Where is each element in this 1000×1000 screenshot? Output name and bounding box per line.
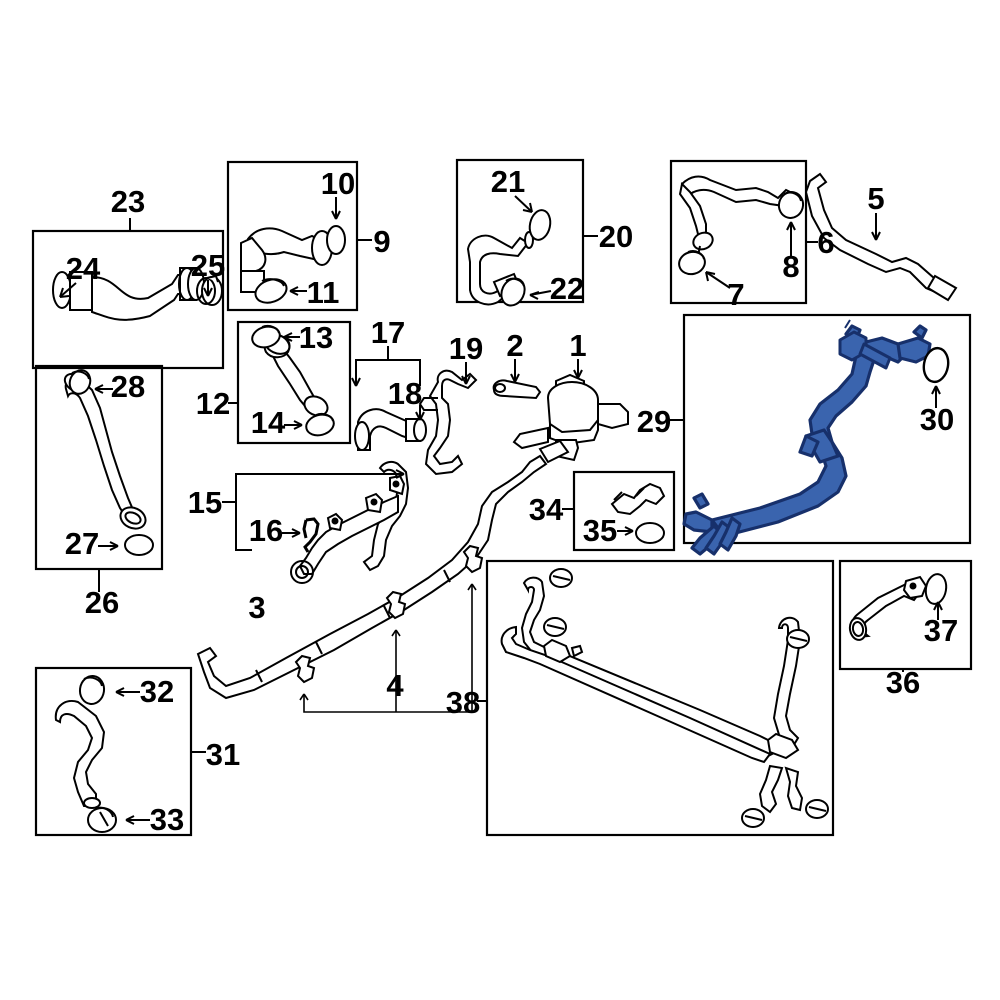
callout-number-18[interactable]: 18 bbox=[388, 376, 422, 411]
leader-24 bbox=[59, 282, 77, 298]
callout-number-14[interactable]: 14 bbox=[251, 405, 286, 440]
box-12 bbox=[236, 320, 352, 445]
part-10-oring bbox=[326, 225, 346, 255]
callout-number-38[interactable]: 38 bbox=[446, 685, 480, 720]
callout-number-20[interactable]: 20 bbox=[599, 219, 633, 254]
part-13-clamp bbox=[251, 324, 281, 349]
callout-number-7[interactable]: 7 bbox=[727, 277, 744, 312]
box-29 bbox=[682, 313, 972, 545]
callout-number-3[interactable]: 3 bbox=[248, 590, 265, 625]
part-3-coolant-pipe bbox=[196, 439, 570, 700]
part-5-pipe bbox=[804, 172, 958, 302]
part-16-clip bbox=[302, 517, 320, 553]
part-2-clip bbox=[492, 379, 542, 400]
callout-number-5[interactable]: 5 bbox=[867, 181, 884, 216]
part-31-hose bbox=[54, 700, 106, 809]
callout-number-28[interactable]: 28 bbox=[111, 369, 145, 404]
part-14-clamp bbox=[305, 412, 335, 437]
leader-15 bbox=[222, 473, 404, 503]
box-9 bbox=[226, 160, 359, 312]
part-1-coolant-valve bbox=[512, 373, 629, 462]
box-36 bbox=[838, 559, 973, 671]
callout-number-22[interactable]: 22 bbox=[550, 271, 584, 306]
callout-number-21[interactable]: 21 bbox=[491, 164, 525, 199]
callout-number-23[interactable]: 23 bbox=[111, 184, 145, 219]
callout-number-37[interactable]: 37 bbox=[924, 613, 958, 648]
callout-number-27[interactable]: 27 bbox=[65, 526, 99, 561]
leader-7 bbox=[705, 271, 731, 289]
callout-number-26[interactable]: 26 bbox=[85, 585, 119, 620]
callout-number-24[interactable]: 24 bbox=[66, 251, 101, 286]
callout-number-12[interactable]: 12 bbox=[196, 386, 230, 421]
part-38-hose-assembly bbox=[500, 568, 829, 828]
callout-number-16[interactable]: 16 bbox=[249, 513, 283, 548]
callout-number-29[interactable]: 29 bbox=[637, 404, 671, 439]
part-11-clamp bbox=[254, 278, 288, 304]
callout-number-9[interactable]: 9 bbox=[373, 224, 390, 259]
part-35-oring bbox=[635, 522, 665, 544]
part-32-clamp bbox=[78, 675, 106, 705]
part-15-pipe-bracket bbox=[290, 460, 410, 584]
part-7-clamp bbox=[678, 250, 706, 276]
part-21-oring bbox=[528, 209, 552, 241]
part-22-clamp bbox=[500, 277, 526, 307]
callout-number-33[interactable]: 33 bbox=[150, 802, 184, 837]
callout-number-35[interactable]: 35 bbox=[583, 513, 617, 548]
part-34-fitting bbox=[610, 482, 666, 516]
callout-number-36[interactable]: 36 bbox=[886, 665, 920, 700]
leader-21 bbox=[514, 195, 533, 213]
callout-number-1[interactable]: 1 bbox=[569, 328, 586, 363]
callout-number-34[interactable]: 34 bbox=[529, 492, 564, 527]
callout-number-6[interactable]: 6 bbox=[817, 225, 834, 260]
callout-number-4[interactable]: 4 bbox=[386, 668, 404, 703]
leader-17 bbox=[355, 346, 389, 386]
part-19-bracket bbox=[418, 369, 478, 476]
part-8-clamp bbox=[777, 191, 805, 219]
callout-number-13[interactable]: 13 bbox=[299, 320, 333, 355]
callout-number-17[interactable]: 17 bbox=[371, 315, 405, 350]
callout-number-30[interactable]: 30 bbox=[920, 402, 954, 437]
part-17-18-hose bbox=[354, 408, 427, 451]
part-36-hose bbox=[848, 575, 928, 641]
callout-number-10[interactable]: 10 bbox=[321, 166, 355, 201]
part-37-oring bbox=[924, 573, 948, 605]
group-leader-lines bbox=[59, 195, 943, 825]
box-6 bbox=[669, 159, 808, 305]
part-26-hose bbox=[63, 372, 147, 530]
callout-number-25[interactable]: 25 bbox=[191, 248, 225, 283]
callout-number-32[interactable]: 32 bbox=[140, 674, 174, 709]
part-28-clamp bbox=[68, 369, 92, 395]
box-38 bbox=[485, 559, 835, 837]
callout-number-11[interactable]: 11 bbox=[307, 275, 340, 310]
part-27-oring bbox=[124, 534, 154, 556]
box-23 bbox=[31, 229, 225, 370]
callout-number-31[interactable]: 31 bbox=[206, 737, 240, 772]
part-33-clamp bbox=[87, 806, 117, 833]
callout-number-15[interactable]: 15 bbox=[188, 485, 222, 520]
part-24-hose bbox=[52, 267, 205, 321]
part-30-oring bbox=[922, 346, 950, 384]
group-boxes bbox=[31, 158, 973, 837]
callout-number-19[interactable]: 19 bbox=[449, 331, 483, 366]
callout-number-8[interactable]: 8 bbox=[782, 249, 799, 284]
box-34 bbox=[572, 470, 676, 552]
part-29-mounting-bolt bbox=[838, 319, 892, 370]
part-4-retaining-clips bbox=[294, 544, 484, 684]
part-4-leader-lines bbox=[299, 583, 477, 713]
callout-number-2[interactable]: 2 bbox=[506, 328, 523, 363]
